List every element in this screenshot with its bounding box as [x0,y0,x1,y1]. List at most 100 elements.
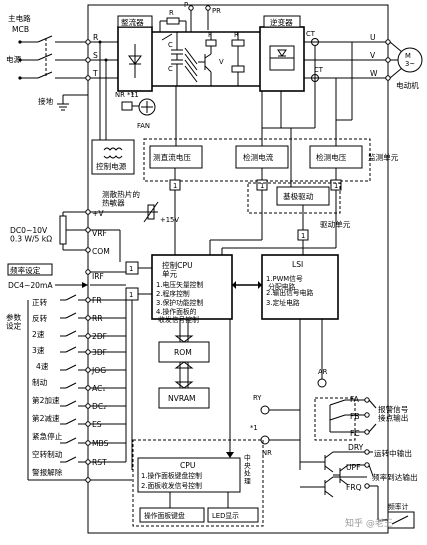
terminal-mbs [85,440,91,446]
led-display-block [207,507,259,523]
detect-current-label: 检测电流 [243,152,274,162]
terminal-pr-label: PR [212,7,221,15]
terminal-dry-label: DRY [348,443,364,452]
cpu-item-2: 2.程序控制 [156,289,190,298]
input-signal-label: 反转 [32,313,48,323]
input-switch-jog [65,364,77,371]
input-switch-df2 [65,330,77,337]
fan-icon [138,98,156,116]
isolator-3-label: 1 [334,182,338,190]
relay-nr-label: NR [262,449,272,457]
panel-cpu-block [137,457,241,493]
isolator-6-label: 1 [129,291,133,299]
control-cpu-items: 1.电压矢量控制 2.程序控制 3.保护功能控制 4.操作面板的 收发信号控制 [156,280,203,324]
running-output-label: 运转中输出 [374,448,412,458]
rectifier-title-box [117,15,153,28]
alarm-output-label: 报警信号接点输出 [378,404,409,423]
input-switch-df3 [65,346,77,353]
relay-ry-label: RY [253,394,262,402]
isolator-5-label: 1 [129,265,133,273]
terminal-fb [364,412,370,418]
label-v-transistor: V [219,58,224,66]
cpu-item-4: 4.操作面板的 收发信号控制 [156,307,199,324]
input-switch-es [65,418,77,425]
terminal-rst [85,459,91,465]
base-drive-label: 基极驱动 [283,191,314,201]
input-switch-mbs [65,437,77,444]
lsi-title: LSI [292,260,303,269]
control-power-label: 控制电源 [96,161,127,171]
ct-sensor-u [311,38,319,46]
label-c1: C [168,41,173,49]
label-r-right: R [234,31,239,39]
label-power-source: 电源 [6,54,22,64]
transistor-upf [333,464,349,486]
input-signal-label: 2速 [32,330,45,339]
lsi-item-3: 3.定址电路 [266,298,300,307]
label-param-settings: 参数设定 [6,312,22,331]
motor-label: 电动机 [396,80,419,90]
label-ground: 接地 [38,96,54,106]
igbt-icon [269,45,295,71]
bypass-switch [161,33,173,41]
mcb-breaker [18,35,88,80]
relay-contact-fb [329,414,346,421]
terminal-df3 [85,349,91,355]
input-switch-fr [65,294,77,301]
rom-label: ROM [174,348,192,357]
control-cpu-block [151,254,233,320]
panel-cpu-item-1: 1.操作面板键盘控制 [141,471,202,480]
terminal-ac1 [85,385,91,391]
detect-dc-voltage-label: 测直流电压 [153,152,191,162]
terminal-plus-v-label: +V [92,209,104,218]
rectifier-label: 整流器 [121,17,144,27]
alarm-relay-area [314,397,356,441]
input-signal-label: 警报解除 [32,467,63,477]
freq-meter-label: 频率计 [388,502,409,511]
central-processing-label: 中央处理 [244,453,251,485]
central-processing-area [132,439,264,527]
input-switch-dc2 [65,400,77,407]
inverter-block [259,26,305,92]
terminal-u-label: U [370,33,376,42]
drive-unit-area [247,182,341,214]
terminal-upf-label: UPF [346,463,361,472]
terminal-p-label: P [184,1,188,9]
terminal-fb-label: FB [350,412,360,421]
relay-nr-star: *1 [250,424,258,432]
terminal-input-common [85,477,91,483]
label-nr-star: NR *1 [115,91,135,99]
inverter-label: 逆变器 [270,17,293,27]
ground-symbol [57,94,88,111]
motor-icon [397,47,423,73]
lsi-item-1: 1.PWM信号 分配电路 [266,274,303,291]
cpu-item-1: 1.电压矢量控制 [156,280,203,289]
label-star1b: *1 [131,91,139,99]
terminal-rr [85,315,91,321]
isolator-2-label: 1 [260,182,264,190]
label-ct2: CT [314,66,324,74]
isolator-1-label: 1 [173,182,177,190]
label-plus15v: +15V [160,216,179,224]
terminal-fc-label: FC [350,429,360,438]
relay-ar-label: AR [318,368,328,376]
input-switch-ac1 [65,382,77,389]
led-display-label: LED显示 [212,512,239,520]
watermark: 知乎 @老王 [345,517,393,529]
monitor-unit-label: 监测单元 [368,152,399,162]
terminal-irf-label: IRF [92,272,104,281]
isolator-4-label: 1 [301,232,305,240]
inverter-title-box [263,15,301,28]
keypad-label: 操作面板键盘 [144,511,185,520]
label-c2: C [168,65,173,73]
input-switch-rr [65,312,77,319]
terminal-jog [85,367,91,373]
heatsink-thermistor-label: 测散热片的热敏器 [102,189,140,208]
lsi-item-2: 2.输出信号电路 [266,288,313,297]
relay-contact-fa [329,399,346,406]
